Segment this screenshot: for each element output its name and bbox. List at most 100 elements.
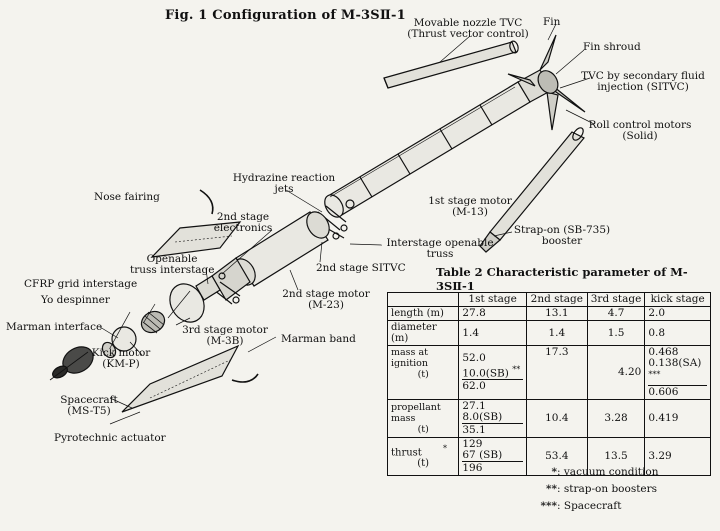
fin-assembly-drawing — [507, 34, 586, 131]
nose-fairing-upper-drawing — [150, 221, 242, 258]
movable-nozzle-drawing — [383, 40, 519, 89]
table-row-mass: mass at ignition (t) 52.0 10.0(SB) ** 62… — [386, 345, 711, 400]
row-label: thrust * (t) — [386, 436, 460, 476]
row-label: propellant mass (t) — [386, 398, 460, 438]
strap-on-booster-drawing — [479, 127, 585, 253]
cfrp-grid-drawing — [140, 310, 166, 334]
label-second-stage-electronics: 2nd stage electronics — [208, 212, 278, 234]
table-row-length: length (m) 27.8 13.1 4.7 2.0 — [386, 306, 711, 321]
label-spacecraft: Spacecraft (MS-T5) — [56, 395, 122, 417]
table-header-cell: 1st stage — [458, 292, 527, 307]
footnote-spacecraft: ***: Spacecraft — [505, 500, 622, 512]
label-text: Interstage openable — [386, 237, 494, 249]
table-header-cell: 3rd stage — [586, 292, 646, 307]
label-text: booster — [541, 235, 583, 247]
row-label: mass at ignition (t) — [386, 345, 460, 400]
label-marman-interface: Marman interface — [6, 321, 103, 333]
footnote-mark: *** — [648, 370, 661, 379]
table-cell: 53.4 — [525, 436, 588, 476]
row-label-line: (t) — [417, 369, 429, 380]
label-fin-shroud: Fin shroud — [583, 41, 641, 53]
cell-value: 0.138(SA) — [648, 357, 702, 369]
label-roll-control-motors: Roll control motors (Solid) — [584, 120, 696, 142]
footnote-text: : Spacecraft — [557, 500, 622, 512]
label-text: Hydrazine reaction — [232, 172, 336, 184]
parameter-table: 1st stage 2nd stage 3rd stage kick stage… — [386, 292, 711, 476]
table-row-propellant: propellant mass (t) 27.1 8.0(SB) 35.1 10… — [386, 398, 711, 438]
leader-lines — [99, 23, 595, 425]
footnote-strap-on: **: strap-on boosters — [505, 483, 657, 495]
label-second-stage-motor: 2nd stage motor (M-23) — [276, 289, 376, 311]
row-label-line: thrust * — [391, 443, 455, 458]
table-header-cell: kick stage — [644, 292, 711, 307]
label-third-stage-motor: 3rd stage motor (M-3B) — [180, 325, 270, 347]
label-text: electronics — [213, 222, 273, 234]
label-marman-band: Marman band — [281, 333, 356, 345]
label-interstage-openable-truss: Interstage openable truss — [382, 238, 498, 260]
label-text: (M-23) — [308, 299, 344, 311]
cell-line: 8.0(SB) — [462, 411, 523, 424]
cell-value: 10.0(SB) — [462, 367, 509, 379]
label-text: 2nd stage motor — [282, 288, 370, 300]
table-cell: 27.8 — [458, 306, 527, 321]
table-cell-multi: 27.1 8.0(SB) 35.1 — [458, 398, 527, 438]
footnote-mark: *** — [540, 500, 557, 512]
cell-line: 35.1 — [462, 423, 486, 436]
label-hydrazine-reaction-jets: Hydrazine reaction jets — [228, 173, 340, 195]
table-cell: 4.20 — [586, 345, 646, 400]
footnote-text: : strap-on boosters — [557, 483, 658, 495]
cell-line: 0.468 — [648, 346, 679, 358]
label-openable-truss-interstage: Openable truss interstage — [130, 253, 215, 276]
cell-line: 67 (SB) — [462, 449, 523, 462]
cell-line: 129 — [462, 437, 483, 450]
table-cell: 1.5 — [586, 320, 646, 346]
table-cell: 2.0 — [644, 306, 711, 321]
third-stage-motor-drawing — [169, 275, 221, 323]
table-cell-multi: 0.468 0.138(SA) *** 0.606 — [644, 345, 711, 400]
table-header-row: 1st stage 2nd stage 3rd stage kick stage — [386, 292, 711, 307]
cell-line: 27.1 — [462, 399, 486, 412]
label-text: Roll control motors — [588, 119, 692, 131]
row-label-text: thrust — [391, 447, 422, 459]
cell-line: 0.138(SA) *** — [648, 358, 707, 386]
row-label: length (m) — [386, 306, 460, 321]
row-label-line: (t) — [417, 423, 429, 435]
table-cell: 3.29 — [644, 436, 711, 476]
table-cell: 13.1 — [525, 306, 588, 321]
label-text: (MS-T5) — [67, 405, 111, 417]
label-text: (Solid) — [622, 130, 658, 142]
table-cell: 3.28 — [586, 398, 646, 438]
footnote-mark: * — [551, 466, 558, 478]
label-text: (Thrust vector control) — [407, 28, 529, 40]
spacecraft-drawing — [49, 346, 94, 381]
table-cell-multi: 129 67 (SB) 196 — [458, 436, 527, 476]
table-row-thrust: thrust * (t) 129 67 (SB) 196 53.4 13.5 3… — [386, 436, 711, 476]
footnote-vacuum: *: vacuum condition — [505, 466, 659, 478]
label-text: 3rd stage motor — [182, 324, 268, 336]
cell-line: 196 — [462, 461, 483, 474]
figure-title: Fig. 1 Configuration of M-3SⅡ-1 — [165, 8, 406, 23]
label-kick-motor: Kick motor (KM-P) — [86, 348, 156, 370]
label-tvc-secondary-fluid: TVC by secondary fluid injection (SITVC) — [578, 71, 708, 93]
footnote-mark: * — [443, 443, 448, 453]
label-text: Openable — [146, 253, 198, 265]
footnote-text: : vacuum condition — [557, 466, 659, 478]
label-text: Strap-on (SB-735) — [513, 224, 611, 236]
label-text: (KM-P) — [102, 358, 140, 370]
label-strap-on-booster: Strap-on (SB-735) booster — [510, 225, 614, 247]
label-text: Kick motor — [91, 347, 151, 359]
table-cell: 1.4 — [525, 320, 588, 346]
table-cell: 10.4 — [525, 398, 588, 438]
cell-line: 0.606 — [648, 385, 679, 398]
label-text: jets — [274, 183, 294, 195]
table-header-cell — [386, 292, 460, 307]
label-text: 1st stage motor — [428, 195, 512, 207]
label-second-stage-sitvc: 2nd stage SITVC — [316, 262, 406, 274]
table-cell: 0.8 — [644, 320, 711, 346]
label-text: injection (SITVC) — [597, 81, 689, 93]
table-row-diameter: diameter (m) 1.4 1.4 1.5 0.8 — [386, 320, 711, 346]
row-label-line: (t) — [417, 458, 430, 470]
label-pyrotechnic-actuator: Pyrotechnic actuator — [54, 432, 166, 444]
